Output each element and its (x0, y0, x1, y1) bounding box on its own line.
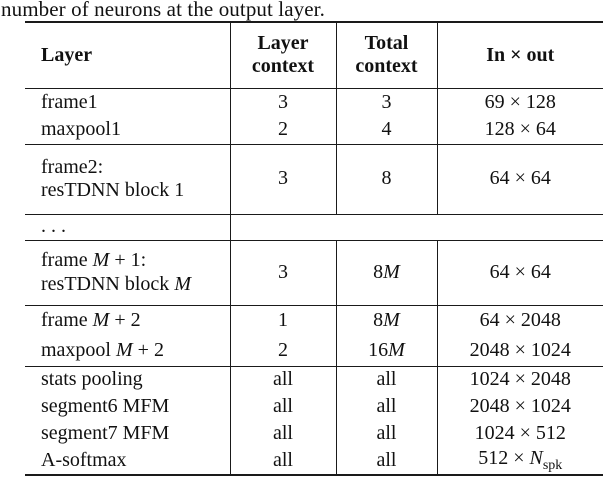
cell-in-out: 512 × Nspk (436, 447, 603, 476)
cell-layer-context: 3 (229, 240, 336, 306)
cell-layer: frame M + 1:resTDNN block M (25, 240, 230, 306)
cell-in-out: 64 × 2048 (436, 305, 603, 336)
cell-layer-context: all (229, 420, 336, 447)
col-header-in-out: In × out (436, 22, 603, 89)
cell-in-out: 128 × 64 (436, 116, 603, 145)
cell-total-context: all (335, 420, 437, 447)
cell-layer: maxpool1 (25, 116, 230, 145)
cell-in-out: 64 × 64 (436, 144, 603, 215)
table-row-frameM1-blockM: frame M + 1:resTDNN block M 3 8M 64 × 64 (25, 240, 603, 306)
cell-in-out: 1024 × 512 (436, 420, 603, 447)
cell-layer-context: all (229, 366, 336, 393)
cell-layer: frame1 (41, 90, 98, 113)
cell-layer-context: all (229, 447, 336, 476)
cell-in-out: 2048 × 1024 (436, 393, 603, 420)
cell-layer: segment6 MFM (41, 394, 170, 417)
cell-total-context: 8M (335, 240, 437, 306)
cell-layer: frame M + 2 (41, 309, 141, 332)
table-row-stats-pooling: stats pooling all all 1024 × 2048 (25, 366, 603, 393)
cell-layer-context: 3 (229, 144, 336, 215)
cell-layer-ellipsis: . . . (25, 214, 230, 241)
cell-total-context: all (335, 366, 437, 393)
cell-layer-context: 1 (229, 305, 336, 336)
cell-layer-context: 2 (229, 336, 336, 367)
table-row-frame2-block1: frame2:resTDNN block 1 3 8 64 × 64 (25, 144, 603, 215)
cell-layer: segment7 MFM (41, 421, 170, 444)
cell-total-context: all (335, 447, 437, 476)
table-row-maxpoolM2: maxpool M + 2 2 16M 2048 × 1024 (25, 336, 603, 367)
table-row-segment6: segment6 MFM all all 2048 × 1024 (25, 393, 603, 420)
cell-in-out: 64 × 64 (436, 240, 603, 306)
cell-total-context: 8M (335, 305, 437, 336)
cell-layer-context: 3 (229, 88, 336, 116)
cell-layer: stats pooling (41, 368, 143, 391)
cell-layer-context: 2 (229, 116, 336, 145)
col-header-layer: Layer (25, 22, 230, 89)
table-row-segment7: segment7 MFM all all 1024 × 512 (25, 420, 603, 447)
cell-layer: maxpool M + 2 (25, 336, 230, 367)
table-row-asoftmax: A-softmax all all 512 × Nspk (25, 447, 603, 476)
table-row-maxpool1: maxpool1 2 4 128 × 64 (25, 116, 603, 145)
cell-layer: A-softmax (41, 448, 127, 471)
table-row-frameM2: frame M + 2 1 8M 64 × 2048 (25, 305, 603, 336)
cell-total-context: all (335, 393, 437, 420)
cell-in-out: 1024 × 2048 (436, 366, 603, 393)
cell-total-context: 4 (335, 116, 437, 145)
cell-layer: frame2:resTDNN block 1 (25, 144, 230, 215)
cell-total-context: 16M (335, 336, 437, 367)
cell-total-context: 8 (335, 144, 437, 215)
cell-layer-context: all (229, 393, 336, 420)
cell-in-out: 69 × 128 (436, 88, 603, 116)
table-caption-text: number of neurons at the output layer. (1, 0, 325, 21)
cell-ellipsis-empty (229, 214, 603, 241)
cell-in-out: 2048 × 1024 (436, 336, 603, 367)
cell-total-context: 3 (335, 88, 437, 116)
table-row-ellipsis: . . . (25, 214, 603, 241)
table-row-frame1: frame1 3 3 69 × 128 (25, 88, 603, 116)
